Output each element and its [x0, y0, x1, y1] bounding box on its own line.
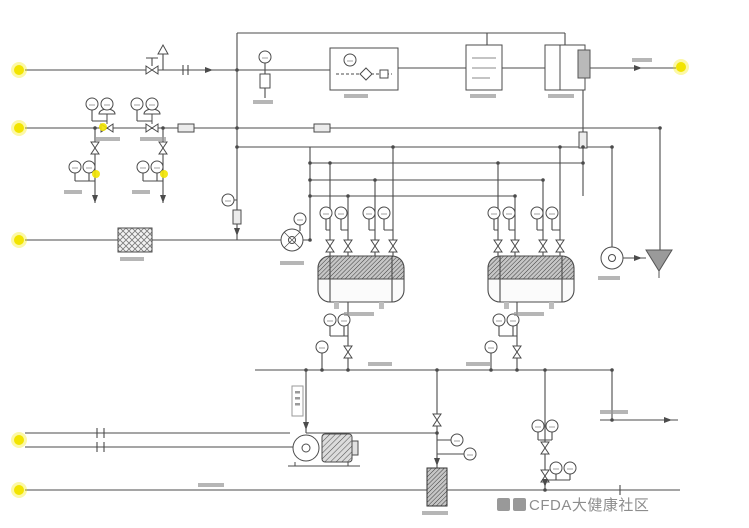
watermark-logo-glyph [497, 498, 510, 511]
watermark-logo-glyph [513, 498, 526, 511]
highlight-marker [11, 120, 27, 136]
highlight-marker [11, 62, 27, 78]
condensate-pump-unit [288, 433, 360, 467]
highlight-marker [673, 59, 689, 75]
feed-blower [280, 228, 304, 252]
instrument-seal-assembly [259, 73, 271, 89]
relief-valve-icon [157, 43, 169, 55]
vent-funnel [645, 249, 673, 278]
highlight-markers [11, 59, 689, 498]
watermark: CFDA大健康社区 [497, 494, 649, 515]
process-box-2 [544, 44, 591, 91]
metering-panel [329, 47, 399, 91]
pipe-network [25, 32, 680, 495]
inline-filter [426, 467, 448, 507]
highlight-marker [11, 482, 27, 498]
watermark-text: CFDA大健康社区 [529, 497, 650, 514]
jacketed-vessel-1 [317, 255, 405, 309]
highlight-marker-small [92, 123, 168, 178]
heat-exchanger [117, 227, 153, 253]
label-marks [64, 58, 652, 515]
control-valve-station-2 [143, 108, 161, 133]
jacketed-vessel-2 [487, 255, 575, 309]
inline-components [177, 123, 588, 225]
exhaust-blower [600, 246, 624, 270]
process-box-1 [465, 44, 503, 91]
vertical-label-box [291, 385, 304, 417]
junction-dots [93, 68, 662, 492]
highlight-marker [11, 232, 27, 248]
highlight-marker [11, 432, 27, 448]
